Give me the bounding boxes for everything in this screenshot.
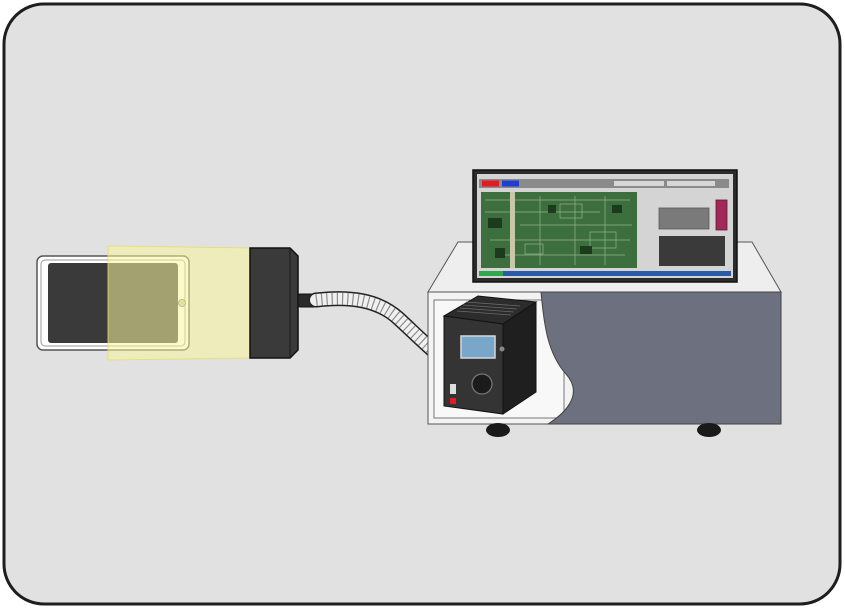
light-source-side [502, 301, 537, 415]
power-switch [450, 384, 456, 394]
pcb-components [488, 205, 622, 258]
toolbar-blue-block [502, 180, 519, 187]
caster-left [486, 423, 510, 437]
screen-panel-gray [658, 207, 710, 230]
cabinet-side-cover [540, 291, 782, 425]
screen-status-green [479, 271, 503, 276]
toolbar-red-block [482, 180, 499, 187]
screen-panel-dark [659, 236, 725, 266]
toolbar-field-2 [667, 181, 715, 186]
screen-status-bar [479, 271, 731, 276]
light-beam [107, 245, 251, 361]
light-source-output-port [471, 373, 493, 395]
light-source-knob [499, 346, 505, 352]
light-source-box-icon [442, 295, 538, 415]
light-source-display [460, 335, 496, 359]
toolbar-field-1 [614, 181, 664, 186]
caster-right [697, 423, 721, 437]
pcb-separator [510, 192, 515, 268]
power-indicator [450, 398, 456, 404]
lamp-head-body [249, 247, 299, 359]
monitor-icon [472, 169, 738, 283]
light-source-vents [456, 301, 521, 316]
screen-panel-magenta [715, 199, 728, 231]
screen-toolbar [479, 179, 729, 188]
